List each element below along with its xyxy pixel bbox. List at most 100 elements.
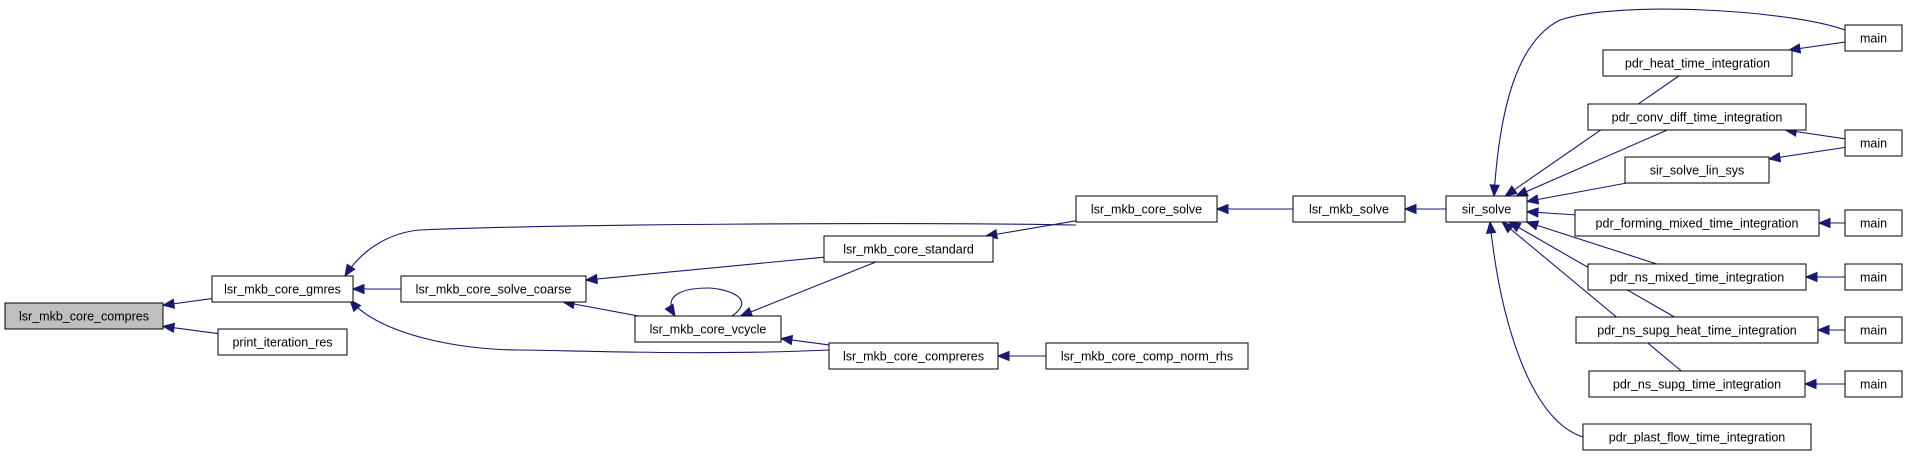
edge-n_standard-to-n_coarse <box>584 256 825 285</box>
node-label: pdr_ns_supg_time_integration <box>1613 378 1781 392</box>
node-lsr-mkb-core-compres[interactable]: lsr_mkb_core_compres <box>4 302 164 330</box>
node-box <box>1587 263 1807 291</box>
node-box <box>4 302 164 330</box>
node-pdr-ns-mixed-time-integration[interactable]: pdr_ns_mixed_time_integration <box>1587 263 1807 291</box>
node-box <box>1575 316 1819 344</box>
node-label: pdr_conv_diff_time_integration <box>1612 111 1783 125</box>
node-lsr-mkb-core-solve[interactable]: lsr_mkb_core_solve <box>1075 195 1218 223</box>
edge-n_main1-to-n_sirsolve <box>1489 8 1846 198</box>
edge-n_nsmixed-to-n_sirsolve <box>1525 220 1657 265</box>
arrowhead <box>1804 271 1818 283</box>
node-box <box>1844 370 1903 398</box>
node-box <box>634 315 782 343</box>
node-label: lsr_mkb_core_gmres <box>224 283 341 297</box>
edge-n_compreres-to-n_vcycle <box>779 334 830 346</box>
edge-line <box>1493 8 1846 197</box>
arrowhead <box>1525 194 1540 205</box>
node-main[interactable]: main <box>1844 129 1903 157</box>
node-label: lsr_mkb_core_compreres <box>843 350 984 364</box>
node-sir-solve[interactable]: sir_solve <box>1445 195 1528 223</box>
node-label: main <box>1860 324 1887 338</box>
arrowhead <box>1525 220 1540 231</box>
node-label: pdr_heat_time_integration <box>1625 57 1770 71</box>
arrowhead <box>584 273 598 285</box>
arrowhead <box>1215 203 1229 215</box>
arrowhead <box>779 334 794 346</box>
node-label: lsr_mkb_core_solve <box>1091 203 1202 217</box>
edge-line <box>985 220 1077 237</box>
edge-n_main3-to-n_forming <box>1817 217 1845 229</box>
edge-n_vcycle-to-n_vcycle <box>664 287 742 318</box>
node-main[interactable]: main <box>1844 370 1903 398</box>
node-pdr-forming-mixed-time-integration[interactable]: pdr_forming_mixed_time_integration <box>1574 209 1820 237</box>
node-print-iteration-res[interactable]: print_iteration_res <box>217 328 348 356</box>
node-pdr-heat-time-integration[interactable]: pdr_heat_time_integration <box>1602 49 1793 77</box>
node-pdr-ns-supg-time-integration[interactable]: pdr_ns_supg_time_integration <box>1588 370 1806 398</box>
node-box <box>828 342 999 370</box>
node-pdr-conv-diff-time-integration[interactable]: pdr_conv_diff_time_integration <box>1587 103 1807 131</box>
arrowhead <box>349 298 362 313</box>
node-box <box>1844 316 1903 344</box>
edge-n_mkbsolve-to-n_coresolve <box>1215 203 1293 215</box>
edge-n_sirsolve-to-n_mkbsolve <box>1403 203 1446 215</box>
node-lsr-mkb-core-gmres[interactable]: lsr_mkb_core_gmres <box>211 275 354 303</box>
node-pdr-ns-supg-heat-time-integration[interactable]: pdr_ns_supg_heat_time_integration <box>1575 316 1819 344</box>
node-lsr-mkb-solve[interactable]: lsr_mkb_solve <box>1292 195 1406 223</box>
edge-n_gmres-to-n_compres <box>161 298 213 309</box>
edge-n_coresolve-to-n_gmres <box>344 223 1077 278</box>
edge-n_main6-to-n_supg <box>1803 378 1845 390</box>
edge-line <box>1516 129 1668 197</box>
node-label: main <box>1860 378 1887 392</box>
edge-n_main5-to-n_supgheat <box>1816 324 1845 336</box>
node-lsr-mkb-core-solve-coarse[interactable]: lsr_mkb_core_solve_coarse <box>400 275 587 303</box>
node-box <box>1075 195 1218 223</box>
edge-n_normrhs-to-n_compreres <box>996 350 1046 362</box>
node-box <box>1045 342 1249 370</box>
node-sir-solve-lin-sys[interactable]: sir_solve_lin_sys <box>1624 156 1770 184</box>
edge-n_supg-to-n_sirsolve <box>1501 221 1682 372</box>
node-label: lsr_mkb_core_comp_norm_rhs <box>1061 350 1233 364</box>
node-lsr-mkb-core-comp-norm-rhs[interactable]: lsr_mkb_core_comp_norm_rhs <box>1045 342 1249 370</box>
arrowhead <box>1816 324 1830 336</box>
node-lsr-mkb-core-vcycle[interactable]: lsr_mkb_core_vcycle <box>634 315 782 343</box>
node-label: lsr_mkb_core_compres <box>19 310 149 324</box>
edge-n_standard-to-n_vcycle <box>739 261 877 317</box>
edge-n_compreres-to-n_gmres <box>349 298 830 354</box>
node-main[interactable]: main <box>1844 316 1903 344</box>
node-box <box>1602 49 1793 77</box>
node-box <box>1574 209 1820 237</box>
node-label: lsr_mkb_core_vcycle <box>650 323 767 337</box>
node-label: main <box>1860 217 1887 231</box>
node-box <box>1624 156 1770 184</box>
node-pdr-plast-flow-time-integration[interactable]: pdr_plast_flow_time_integration <box>1582 423 1812 451</box>
edge-n_main1-to-n_heat <box>1787 41 1846 54</box>
node-label: lsr_mkb_solve <box>1309 203 1389 217</box>
node-lsr-mkb-core-standard[interactable]: lsr_mkb_core_standard <box>823 235 994 263</box>
node-label: sir_solve_lin_sys <box>1650 164 1744 178</box>
edge-line <box>344 223 1077 277</box>
arrowhead <box>1485 220 1497 234</box>
edge-n_linsys-to-n_sirsolve <box>1525 182 1627 205</box>
arrowhead <box>664 303 676 318</box>
edge-line <box>1526 221 1657 265</box>
node-box <box>1292 195 1406 223</box>
edge-line <box>740 261 877 317</box>
node-label: main <box>1860 271 1887 285</box>
node-main[interactable]: main <box>1844 209 1903 237</box>
node-main[interactable]: main <box>1844 263 1903 291</box>
node-label: lsr_mkb_core_standard <box>843 243 974 257</box>
node-box <box>1445 195 1528 223</box>
arrowhead <box>1515 186 1529 197</box>
node-box <box>1844 129 1903 157</box>
node-box <box>1844 24 1903 52</box>
edge-line <box>349 299 830 354</box>
node-label: print_iteration_res <box>232 336 332 350</box>
arrowhead <box>351 283 365 295</box>
arrowhead <box>1403 203 1417 215</box>
node-main[interactable]: main <box>1844 24 1903 52</box>
arrowhead <box>1767 152 1782 163</box>
edge-n_forming-to-n_sirsolve <box>1525 207 1576 218</box>
node-lsr-mkb-core-compreres[interactable]: lsr_mkb_core_compreres <box>828 342 999 370</box>
node-label: pdr_ns_mixed_time_integration <box>1610 271 1784 285</box>
